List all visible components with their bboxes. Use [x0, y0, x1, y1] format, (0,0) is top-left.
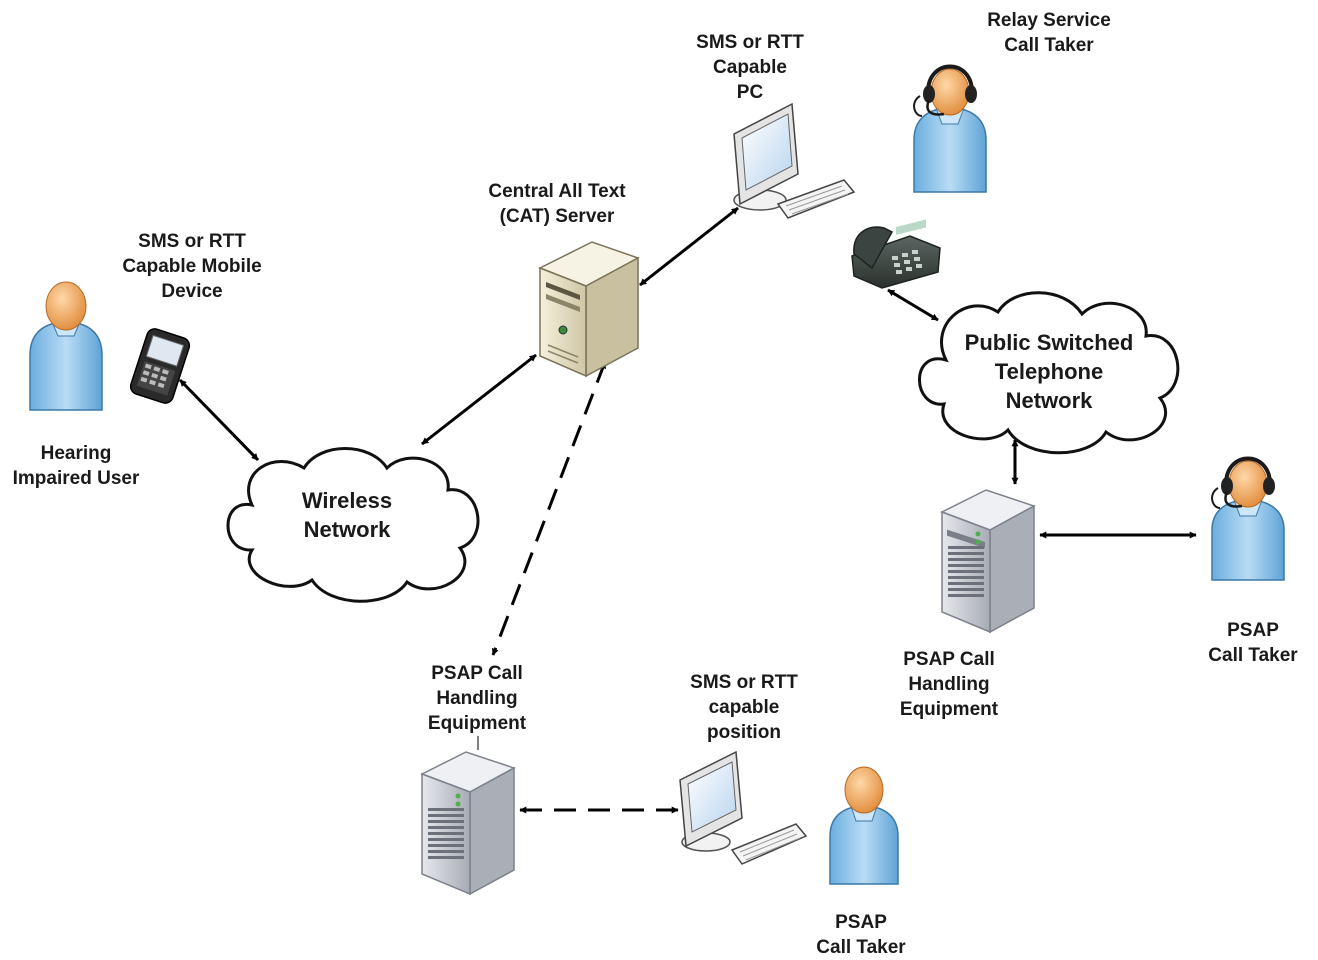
label-line: Capable: [713, 57, 787, 78]
label-line: SMS or RTT: [138, 231, 246, 252]
headset-person-icon: [913, 64, 987, 193]
server-tower-icon: [940, 489, 1036, 634]
label-line: PSAP: [1227, 620, 1279, 641]
label-line: Call Taker: [816, 937, 906, 958]
label-line: PC: [736, 82, 764, 103]
link-cat-psap-dashed: [491, 361, 607, 656]
mobile-device-label: SMS or RTT Capable Mobile Device: [104, 229, 280, 304]
label-line: Handling: [908, 674, 990, 695]
label-line: PSAP Call: [903, 649, 995, 670]
server-tower-icon: [420, 751, 516, 896]
label-line: Equipment: [427, 713, 527, 734]
server-tower-icon: [538, 241, 640, 378]
psap-equipment-bottom-label: PSAP Call Handling Equipment: [402, 661, 552, 736]
cat-server-label: Central All Text (CAT) Server: [462, 179, 652, 229]
desktop-computer-icon: [679, 750, 808, 865]
label-line: Call Taker: [1208, 645, 1298, 666]
label-line: Network: [303, 517, 391, 542]
label-line: Equipment: [899, 699, 999, 720]
label-line: SMS or RTT: [696, 32, 804, 53]
label-line: SMS or RTT: [690, 672, 798, 693]
label-line: Wireless: [301, 488, 393, 513]
person-icon: [29, 281, 103, 411]
label-line: Central All Text: [488, 181, 626, 202]
mobile-phone-icon: [129, 328, 191, 404]
link-wireless-cat: [421, 353, 537, 446]
label-line: PSAP Call: [431, 663, 523, 684]
pstn-label: Public Switched Telephone Network: [944, 328, 1154, 415]
link-mobile-wireless: [178, 378, 260, 462]
link-cat-pc: [639, 206, 739, 287]
label-line: Call Taker: [1004, 35, 1094, 56]
cloud-network-icon: [918, 291, 1180, 455]
desk-telephone-icon: [851, 219, 941, 289]
psap-equipment-right-label: PSAP Call Handling Equipment: [874, 647, 1024, 722]
label-line: Telephone: [994, 359, 1104, 384]
hearing-impaired-user-label: Hearing Impaired User: [2, 441, 150, 491]
person-icon: [829, 766, 899, 885]
relay-call-taker-label: Relay Service Call Taker: [964, 8, 1134, 58]
label-line: Handling: [436, 688, 518, 709]
headset-person-icon: [1211, 456, 1285, 581]
wireless-network-label: Wireless Network: [272, 486, 422, 544]
label-line: capable: [708, 697, 780, 718]
link-phone-pstn: [887, 288, 939, 322]
desktop-computer-icon: [733, 102, 856, 219]
label-line: (CAT) Server: [499, 206, 615, 227]
psap-call-taker-right-label: PSAP Call Taker: [1190, 618, 1316, 668]
psap-call-taker-bottom-label: PSAP Call Taker: [796, 910, 926, 960]
label-line: PSAP: [835, 912, 887, 933]
cloud-network-icon: [226, 447, 480, 603]
label-line: Device: [161, 281, 223, 302]
label-line: Hearing: [40, 443, 112, 464]
rtt-pc-label: SMS or RTT Capable PC: [670, 30, 830, 105]
label-line: Public Switched: [964, 330, 1134, 355]
label-line: Relay Service: [987, 10, 1111, 31]
rtt-position-label: SMS or RTT capable position: [664, 670, 824, 745]
label-line: Impaired User: [12, 468, 140, 489]
connectors: [178, 206, 1197, 814]
label-line: position: [707, 722, 781, 743]
label-line: Capable Mobile: [122, 256, 262, 277]
label-line: Network: [1005, 388, 1093, 413]
